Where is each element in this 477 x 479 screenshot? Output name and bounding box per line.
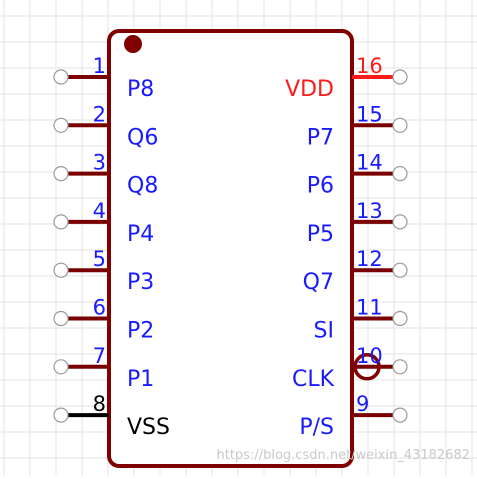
pin-endpoint-circle[interactable] [392, 117, 408, 133]
pin-endpoint-circle[interactable] [392, 407, 408, 423]
pin-endpoint-circle[interactable] [53, 262, 69, 278]
pin-endpoint-circle[interactable] [53, 407, 69, 423]
pin-endpoint-circle[interactable] [53, 166, 69, 182]
pin-endpoint-circle[interactable] [392, 310, 408, 327]
pin-name-label: P4 [127, 222, 154, 247]
pin-number-label: 16 [356, 54, 383, 78]
pin-2[interactable]: 2Q6 [53, 102, 158, 150]
pin-name-label: P3 [127, 270, 154, 295]
pin-number-label: 12 [356, 247, 383, 271]
pin-number-label: 7 [93, 344, 106, 368]
pin-endpoint-circle[interactable] [392, 69, 408, 85]
pin-3[interactable]: 3Q8 [53, 151, 158, 199]
pin-number-label: 8 [93, 392, 106, 416]
pin-number-label: 13 [356, 199, 383, 223]
pin-6[interactable]: 6P2 [53, 296, 154, 344]
pin-name-label: P8 [127, 77, 154, 102]
pin-name-label: Q7 [303, 270, 334, 295]
pin-number-label: 1 [93, 54, 106, 78]
pin-name-label: P7 [307, 125, 334, 150]
ic-body[interactable] [107, 29, 354, 468]
pin-number-label: 15 [356, 102, 383, 126]
pin-endpoint-circle[interactable] [392, 262, 408, 278]
pin-endpoint-circle[interactable] [392, 359, 408, 375]
pin-number-label: 9 [356, 392, 369, 416]
pin-endpoint-circle[interactable] [392, 214, 408, 230]
pin-number-label: 5 [93, 247, 106, 271]
pin-number-label: 2 [93, 102, 106, 126]
pin-number-label: 6 [93, 296, 106, 320]
pin-name-label: P5 [307, 222, 334, 247]
watermark-text: https://blog.csdn.net/weixin_43182682 [216, 448, 470, 463]
pin-number-label: 14 [356, 151, 383, 175]
pin-name-label: CLK [292, 367, 335, 392]
pin-name-label: P/S [299, 415, 334, 440]
pin-endpoint-circle[interactable] [53, 359, 69, 375]
pin-1[interactable]: 1P8 [53, 54, 154, 102]
pin-endpoint-circle[interactable] [53, 69, 69, 85]
pin-5[interactable]: 5P3 [53, 247, 154, 295]
pin-name-label: P2 [127, 319, 154, 344]
pin-name-label: P1 [127, 367, 154, 392]
pin-name-label: VDD [285, 77, 334, 102]
pin-endpoint-circle[interactable] [53, 310, 69, 327]
pin-7[interactable]: 7P1 [53, 344, 154, 392]
pin-number-label: 11 [356, 296, 383, 320]
pin-endpoint-circle[interactable] [53, 214, 69, 230]
pin-name-label: SI [314, 319, 334, 344]
pin-name-label: Q6 [127, 125, 158, 150]
pin-number-label: 3 [93, 151, 106, 175]
pin-endpoint-circle[interactable] [53, 117, 69, 133]
pin-endpoint-circle[interactable] [392, 166, 408, 182]
pin-name-label: VSS [127, 415, 170, 440]
pin-9[interactable]: 9P/S [299, 392, 408, 440]
pin-number-label: 10 [356, 344, 383, 368]
inverted-input-bubble [353, 353, 381, 381]
pin1-indicator-dot [124, 35, 142, 53]
pin-number-label: 4 [93, 199, 106, 223]
pin-4[interactable]: 4P4 [53, 199, 154, 247]
pin-name-label: P6 [307, 174, 334, 199]
pins-group: 1P82Q63Q84P45P36P27P18VSS16VDD15P714P613… [53, 54, 408, 440]
pin-name-label: Q8 [127, 174, 158, 199]
